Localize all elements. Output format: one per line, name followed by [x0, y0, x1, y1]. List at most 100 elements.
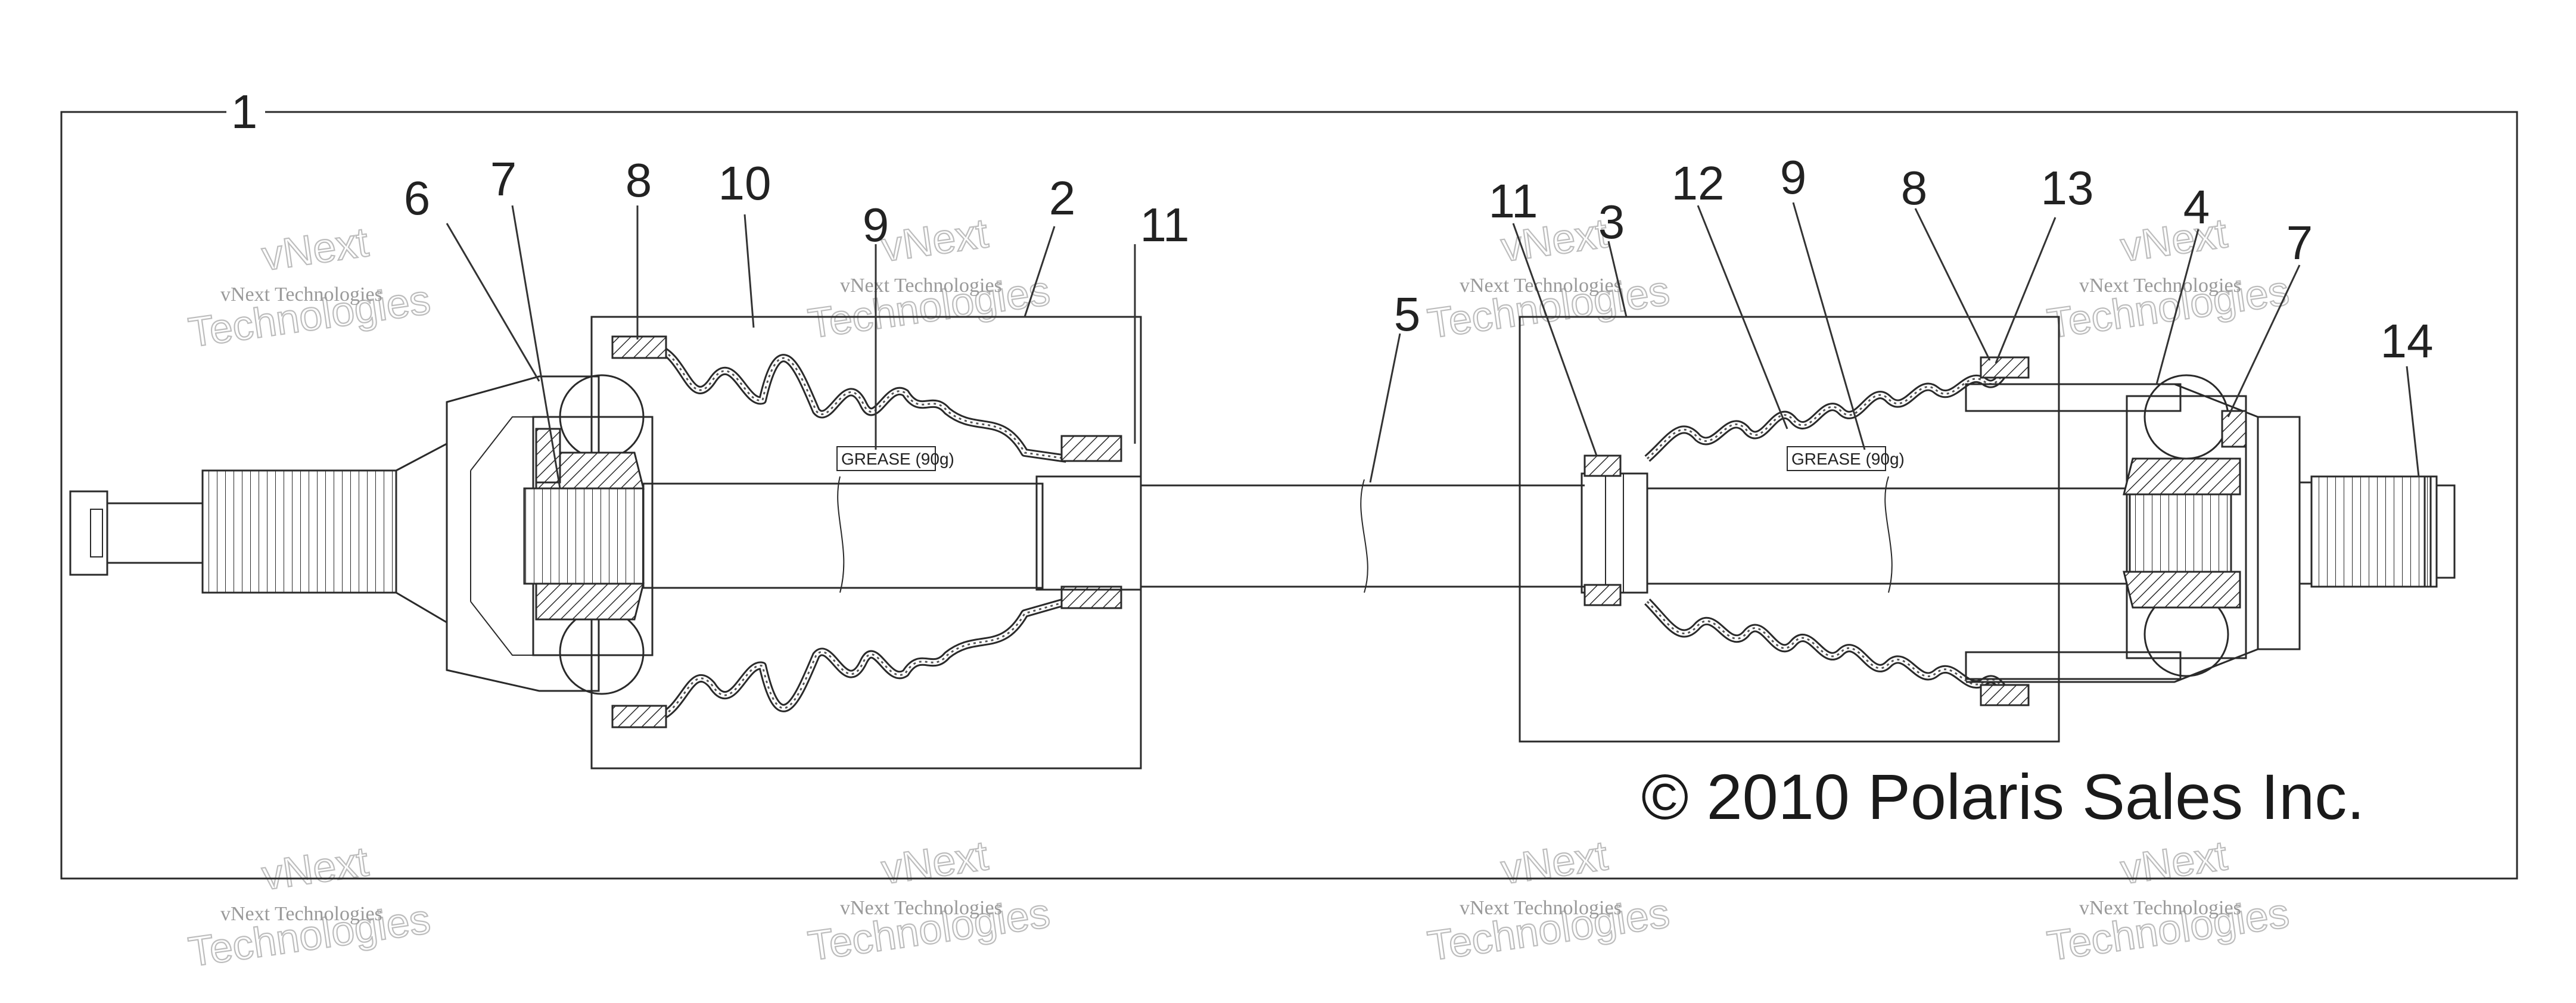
callout-1: 1: [231, 85, 258, 138]
callout-9-left: 9: [863, 198, 889, 251]
leader-8-right: [1914, 208, 1991, 361]
leader-9-right: [1792, 202, 1866, 450]
callout-labels: 1 2 3 4 5 6 7 7 8 8 9 9 10 11 11 12 13 1…: [231, 85, 2434, 367]
watermark: Technologies vNext vNext Technologies: [1424, 209, 1673, 348]
leader-5: [1369, 333, 1401, 483]
callout-7-left: 7: [490, 152, 517, 205]
right-circlip-ring: [2221, 410, 2247, 448]
left-inner-splines: [523, 487, 645, 585]
left-inner-race-lower: [535, 583, 645, 621]
left-cv-joint: [523, 374, 654, 695]
grease-label-text: GREASE (90g): [841, 450, 954, 468]
half-shaft: [642, 472, 2185, 594]
right-stub-neck: [2298, 481, 2313, 585]
watermark: Technologies vNext vNext Technologies: [804, 831, 1053, 970]
left-stub-tip: [69, 490, 108, 576]
shaft-inner-segment: [642, 482, 1044, 589]
watermark-big-text: vNext: [879, 832, 991, 893]
watermark-small-text: vNext Technologies: [2079, 275, 2241, 297]
shaft-collar-right: [1581, 472, 1648, 594]
right-boot-upper: [1644, 360, 2014, 462]
callout-8-right: 8: [1901, 161, 1928, 214]
right-housing-rail-lower: [1965, 651, 2182, 680]
callout-13: 13: [2041, 161, 2094, 214]
leader-6: [446, 223, 540, 382]
leader-7-left: [511, 205, 561, 489]
callout-6: 6: [404, 172, 431, 225]
leader-11-right: [1512, 223, 1598, 456]
grease-label-box: [1787, 446, 1886, 471]
watermark-small-text: vNext Technologies: [220, 903, 382, 925]
watermark-big-text: vNext: [259, 219, 371, 279]
right-inner-race-upper: [2123, 457, 2241, 496]
left-circlip-ring: [535, 428, 561, 484]
right-stub-shaft: [2298, 475, 2456, 588]
watermark-small-text: vNext Technologies: [2079, 897, 2241, 919]
right-cv-joint: [2123, 374, 2247, 677]
copyright-notice: © 2010 Polaris Sales Inc.: [1641, 761, 2365, 833]
right-small-clamp-lower: [1583, 584, 1622, 606]
right-inner-race-lower: [2123, 571, 2241, 609]
left-stub-groove: [90, 509, 103, 557]
watermark-small-text: vNext Technologies: [840, 897, 1002, 919]
watermark: Technologies vNext vNext Technologies: [1424, 831, 1673, 970]
leader-4: [2155, 229, 2199, 385]
callout-9-right: 9: [1780, 151, 1807, 204]
watermark-small-text: vNext Technologies: [1460, 897, 1622, 919]
watermark-small-text: vNext Technologies: [840, 275, 1002, 297]
left-cv-housing: [446, 375, 600, 692]
left-large-clamp-lower: [611, 705, 667, 728]
right-boot-lower-dots: [1646, 600, 2012, 698]
watermark: Technologies vNext vNext Technologies: [185, 218, 434, 357]
callout-8-left: 8: [626, 154, 652, 207]
left-stub-shaft: [69, 442, 448, 624]
shaft-break-center: [1360, 479, 1368, 593]
watermark-big-text: vNext: [1498, 832, 1610, 893]
left-cv-boot: [657, 344, 1068, 722]
leader-10: [743, 214, 755, 328]
right-small-clamp-upper: [1583, 454, 1622, 477]
left-stub-flare: [395, 442, 448, 624]
leader-3: [1607, 241, 1628, 317]
left-large-clamp-upper: [611, 335, 667, 359]
callout-14: 14: [2381, 314, 2434, 367]
callout-7-right: 7: [2286, 216, 2313, 269]
watermark-small-text: vNext Technologies: [1460, 275, 1622, 297]
grease-label-left: GREASE (90g): [836, 446, 954, 471]
leader-13: [1995, 217, 2057, 364]
leader-2: [1023, 226, 1056, 317]
leader-7-right: [2227, 264, 2301, 418]
right-housing-bell: [1966, 383, 2259, 683]
right-boot-upper-inner: [1645, 362, 2013, 461]
left-boot-upper-dots: [658, 347, 1067, 460]
right-housing-rail-upper: [1965, 383, 2182, 412]
grease-label-box: [836, 446, 936, 471]
left-stub-splines: [201, 469, 397, 594]
left-boot-lower-inner: [657, 599, 1068, 720]
right-boot-lower: [1644, 599, 2014, 700]
watermark-small-text: vNext Technologies: [220, 284, 382, 306]
grease-label-right: GREASE (90g): [1787, 446, 1905, 471]
right-large-clamp-lower: [1980, 684, 2030, 706]
callout-10: 10: [718, 157, 771, 210]
outer-cv-kit-box: [1519, 316, 2060, 743]
callout-2: 2: [1049, 172, 1076, 225]
left-stub-neck: [106, 502, 204, 564]
left-ball-lower: [559, 609, 645, 695]
leader-12: [1697, 205, 1788, 429]
watermark-big-text: vNext: [879, 210, 991, 270]
callout-12: 12: [1672, 157, 1725, 210]
right-cv-housing: [1965, 383, 2301, 683]
watermark-big-text: vNext: [2118, 210, 2230, 270]
callout-11-right: 11: [1488, 175, 1538, 228]
right-ball-upper: [2143, 374, 2229, 460]
right-cage: [2126, 395, 2247, 659]
watermark: Technologies vNext vNext Technologies: [2043, 831, 2292, 970]
watermark-big-text: vNext: [259, 838, 371, 899]
watermark: Technologies vNext vNext Technologies: [185, 837, 434, 976]
callout-5: 5: [1394, 288, 1421, 341]
right-cv-boot: [1644, 360, 2014, 700]
shaft-outer-segment: [1646, 487, 2185, 585]
watermark: Technologies vNext vNext Technologies: [2043, 209, 2292, 348]
